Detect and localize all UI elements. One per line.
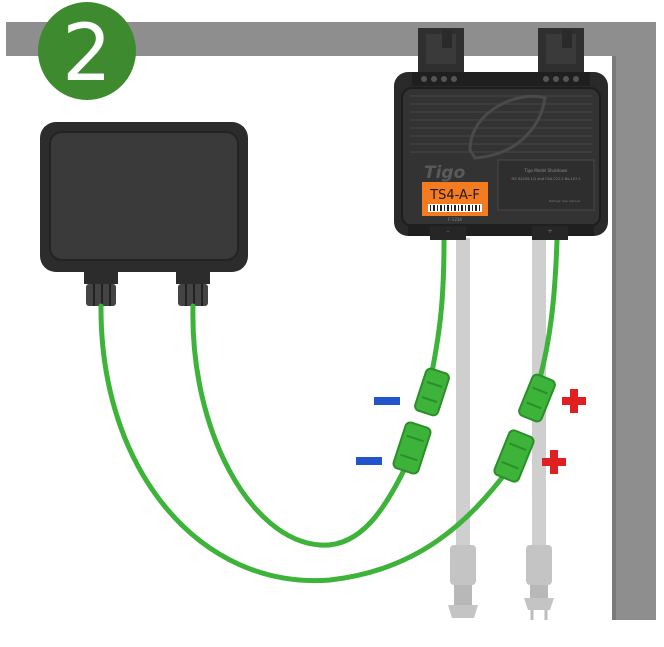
- optimizer-ridge-holes: [421, 76, 579, 82]
- spec-title: Tigo Model Shutdown: [524, 168, 568, 173]
- junction-box: [40, 122, 248, 306]
- cable-junction-right: [190, 303, 411, 548]
- step-badge: 2: [38, 2, 136, 100]
- optimizer-port-neg: −: [430, 226, 466, 240]
- optimizer-brand: Tigo: [424, 163, 466, 183]
- optimizer-port-pos: +: [532, 226, 568, 240]
- spec-line2: Ratings: See manual: [549, 199, 580, 203]
- optimizer-spec-plate: [497, 159, 595, 211]
- optimizer-bracket-left: [418, 28, 464, 74]
- minus-sign-upper: [374, 397, 400, 405]
- plus-sign-upper: [562, 389, 586, 413]
- cable-optimizer-neg: [429, 237, 447, 375]
- optimizer-top-ridge: [412, 72, 590, 86]
- step-number: 2: [62, 9, 112, 99]
- pv-cable-left: [456, 238, 470, 550]
- pv-connector-left: [448, 545, 478, 618]
- tigo-leaf-logo: [468, 94, 547, 160]
- svg-text:+: +: [547, 228, 552, 235]
- optimizer: Tigo TS4-A-F F-1234 Tigo Model Shutdown …: [394, 28, 608, 240]
- spec-line: IEC 62109-1/2 and CSA C22.2 No.107.1: [511, 177, 580, 181]
- minus-sign-lower: [356, 457, 382, 465]
- junction-gland-left: [84, 272, 118, 306]
- optimizer-bracket-right: [538, 28, 584, 74]
- optimizer-serial: F-1234: [448, 217, 462, 222]
- green-cables: [98, 237, 560, 584]
- junction-gland-right: [176, 272, 210, 306]
- mc4-connector-pos-upper: [518, 373, 556, 423]
- plus-sign-lower: [542, 450, 566, 474]
- step-badge-circle: [38, 2, 136, 100]
- mc4-connector-neg-upper: [414, 367, 450, 417]
- svg-text:−: −: [446, 229, 450, 235]
- junction-box-lid: [49, 131, 239, 261]
- mc4-connector-pos-lower: [493, 429, 535, 483]
- optimizer-model: TS4-A-F: [429, 188, 480, 203]
- barcode-bars: [430, 205, 480, 211]
- frame-right-rail: [612, 22, 656, 620]
- pv-cables: [448, 238, 554, 620]
- optimizer-texture: [410, 95, 592, 153]
- cable-junction-left: [98, 303, 511, 584]
- frame-inner-shade: [612, 56, 616, 620]
- mc4-connector-neg-lower: [392, 421, 432, 475]
- pv-connector-right: [524, 545, 554, 620]
- cable-optimizer-pos: [537, 237, 560, 381]
